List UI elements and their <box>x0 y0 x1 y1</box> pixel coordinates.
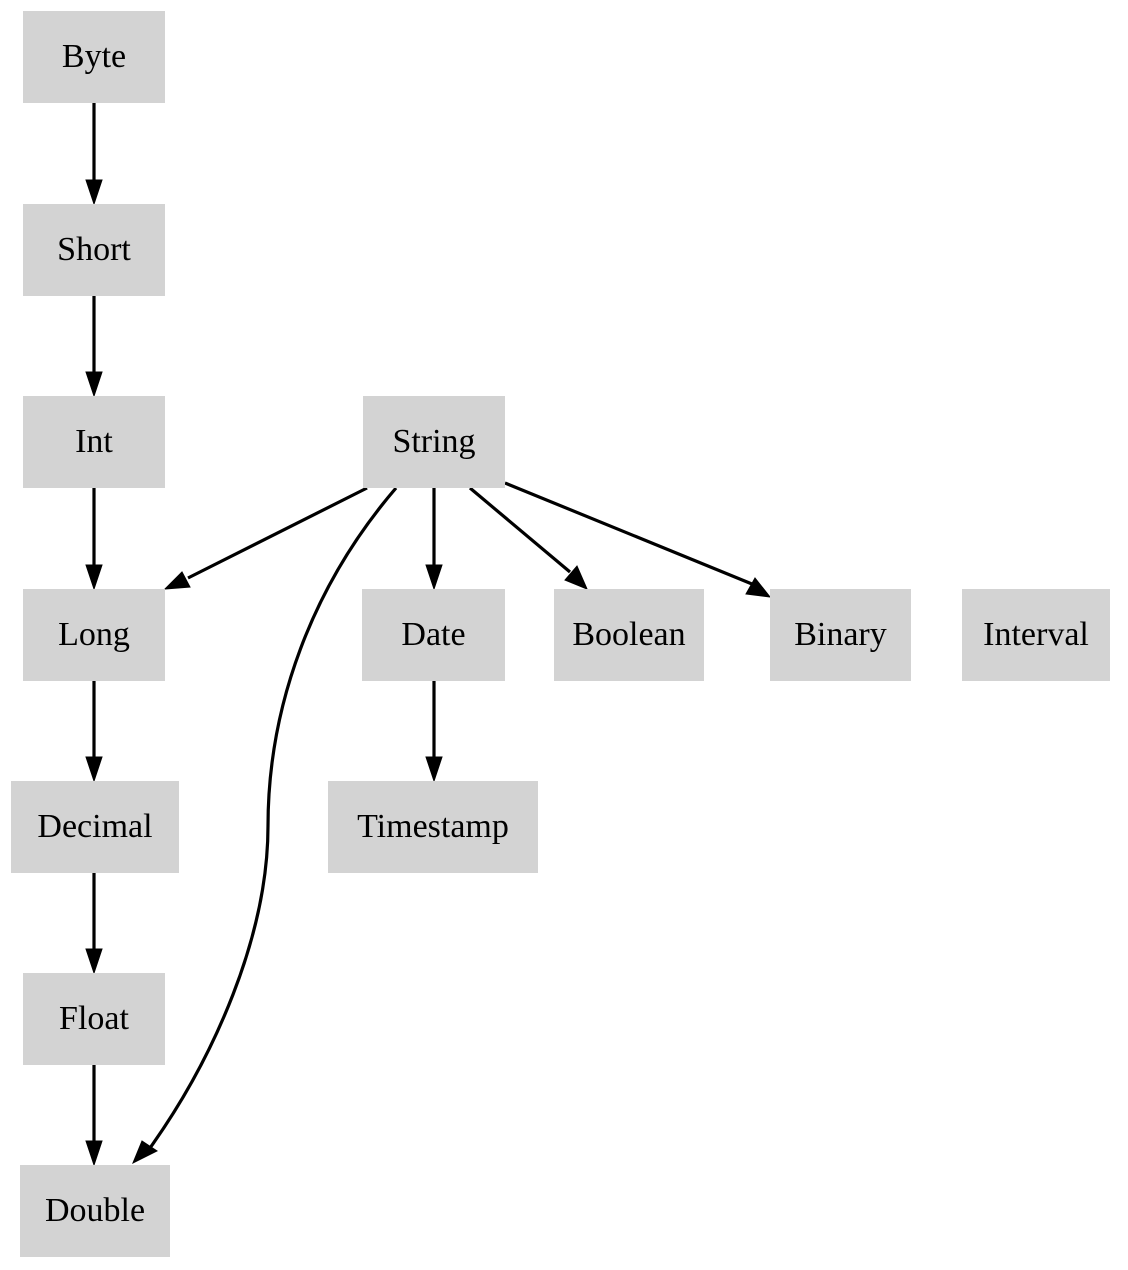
arrowhead-icon <box>85 564 103 591</box>
node-box[interactable] <box>362 589 505 681</box>
node-label: Int <box>75 423 113 460</box>
node-box[interactable] <box>962 589 1110 681</box>
arrowhead-icon <box>85 756 103 783</box>
edge-float-double <box>85 1065 103 1167</box>
edge-string-double <box>132 486 398 1165</box>
edge-long-decimal <box>85 681 103 783</box>
node-label: Long <box>58 616 130 653</box>
node-long[interactable]: Long <box>23 589 165 681</box>
node-box[interactable] <box>770 589 911 681</box>
arrowhead-icon <box>163 571 191 590</box>
edge-string-boolean <box>468 486 588 590</box>
node-label: Binary <box>794 616 887 653</box>
edge-short-int <box>85 296 103 398</box>
node-label: Boolean <box>572 616 685 653</box>
edge-byte-short <box>85 103 103 206</box>
node-timestamp[interactable]: Timestamp <box>328 781 538 873</box>
node-byte[interactable]: Byte <box>23 11 165 103</box>
node-label: Short <box>57 231 131 268</box>
node-float[interactable]: Float <box>23 973 165 1065</box>
arrowhead-icon <box>745 577 772 598</box>
node-int[interactable]: Int <box>23 396 165 488</box>
node-date[interactable]: Date <box>362 589 505 681</box>
node-box[interactable] <box>20 1165 170 1257</box>
node-label: Float <box>59 1000 129 1037</box>
node-label: String <box>392 423 475 460</box>
edge-line <box>148 486 398 1149</box>
edge-date-timestamp <box>425 681 443 783</box>
edges-layer <box>85 103 772 1167</box>
arrowhead-icon <box>564 565 588 590</box>
node-box[interactable] <box>554 589 704 681</box>
edge-decimal-float <box>85 873 103 975</box>
node-box[interactable] <box>23 204 165 296</box>
node-box[interactable] <box>23 396 165 488</box>
node-label: Interval <box>983 616 1089 653</box>
node-double[interactable]: Double <box>20 1165 170 1257</box>
edge-line <box>468 486 572 574</box>
arrowhead-icon <box>85 371 103 398</box>
node-label: Date <box>401 616 465 653</box>
arrowhead-icon <box>132 1140 158 1165</box>
edge-string-binary <box>504 481 772 598</box>
node-label: Decimal <box>37 808 152 845</box>
node-box[interactable] <box>23 11 165 103</box>
arrowhead-icon <box>425 564 443 591</box>
node-box[interactable] <box>23 589 165 681</box>
arrowhead-icon <box>425 756 443 783</box>
edge-string-long <box>163 486 368 590</box>
node-label: Double <box>45 1192 145 1229</box>
edge-string-date <box>425 488 443 591</box>
node-interval[interactable]: Interval <box>962 589 1110 681</box>
edge-line <box>187 486 368 580</box>
node-string[interactable]: String <box>363 396 505 488</box>
node-box[interactable] <box>23 973 165 1065</box>
node-short[interactable]: Short <box>23 204 165 296</box>
node-label: Byte <box>62 38 126 75</box>
node-binary[interactable]: Binary <box>770 589 911 681</box>
arrowhead-icon <box>85 1140 103 1167</box>
arrowhead-icon <box>85 948 103 975</box>
arrowhead-icon <box>85 179 103 206</box>
node-decimal[interactable]: Decimal <box>11 781 179 873</box>
node-box[interactable] <box>11 781 179 873</box>
node-box[interactable] <box>363 396 505 488</box>
edge-int-long <box>85 488 103 591</box>
node-box[interactable] <box>328 781 538 873</box>
node-boolean[interactable]: Boolean <box>554 589 704 681</box>
edge-line <box>504 481 753 586</box>
node-label: Timestamp <box>357 808 509 845</box>
